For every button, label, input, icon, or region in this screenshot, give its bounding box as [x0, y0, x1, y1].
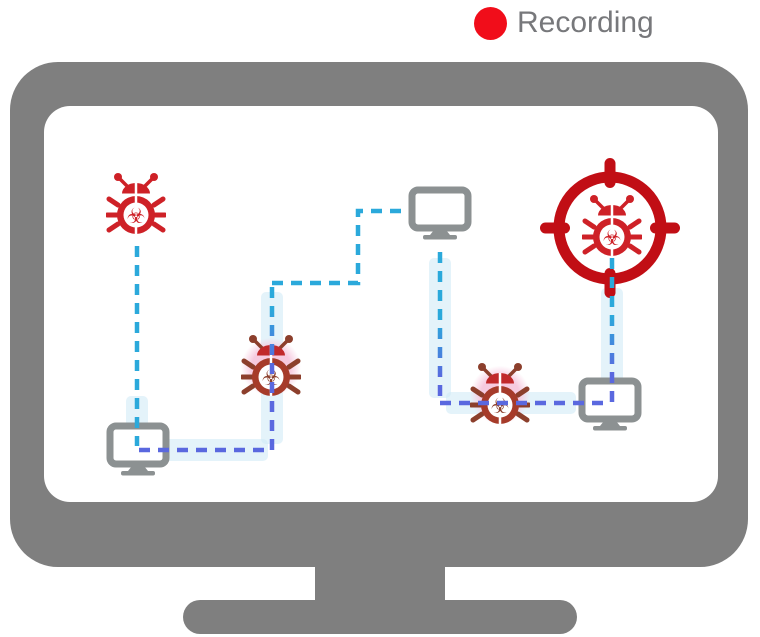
recording-label: Recording: [517, 6, 654, 39]
recording-indicator: Recording: [474, 5, 654, 41]
bug-malware-icon: ☣: [241, 335, 301, 396]
monitor-stand-base: [183, 600, 577, 634]
bug-belly: [599, 224, 625, 250]
monitor-stand-neck: [315, 560, 445, 605]
computer-monitor-icon: [408, 186, 472, 240]
record-dot-icon: [474, 6, 507, 40]
biohazard-icon: ☣: [262, 366, 281, 390]
bug-malware-icon: ☣: [470, 363, 530, 424]
bug-belly: [123, 202, 149, 228]
bug-malware-icon: ☣: [106, 173, 166, 234]
computer-monitor-icon: [578, 377, 642, 431]
computer-monitor-icon: [106, 422, 170, 476]
biohazard-icon: ☣: [127, 204, 146, 228]
biohazard-icon: ☣: [603, 226, 622, 250]
bug-malware-icon-targeted: ☣: [582, 195, 642, 256]
biohazard-icon: ☣: [491, 394, 510, 418]
